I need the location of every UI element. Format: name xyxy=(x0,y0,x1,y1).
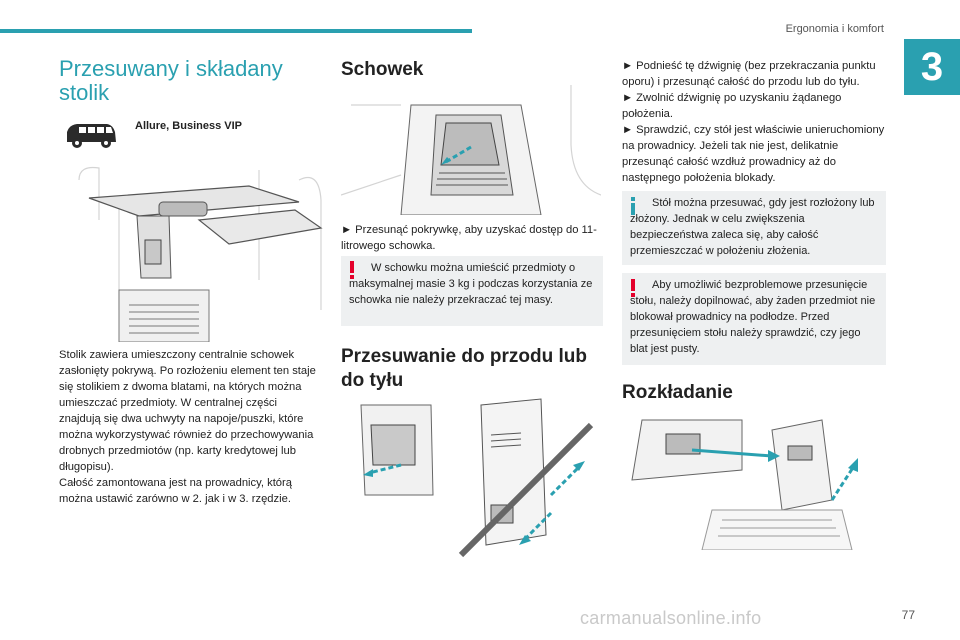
page-number: 77 xyxy=(901,608,915,622)
slide-warning-text: Aby umożliwić bezproblemowe przesunięcie… xyxy=(630,279,876,355)
van-icon xyxy=(67,124,116,148)
table-description: Stolik zawiera umieszczony centralnie sc… xyxy=(59,349,316,473)
info-icon xyxy=(631,197,635,215)
table-mounting-note: Całość zamontowana jest na prowadnicy, k… xyxy=(59,477,292,505)
slide-info-box: Stół można przesuwać, gdy jest rozłożony… xyxy=(622,191,886,265)
section-header: Ergonomia i komfort xyxy=(785,23,884,35)
watermark: carmanualsonline.info xyxy=(580,608,762,628)
section-title: Przesuwany i składany stolik xyxy=(59,56,283,105)
storage-warning-text: W schowku można umieścić przedmioty o ma… xyxy=(349,262,593,306)
unfold-illustration xyxy=(622,410,882,550)
heading-storage: Schowek xyxy=(341,59,424,80)
folding-table-illustration xyxy=(59,160,335,342)
heading-slide: Przesuwanie do przodu lub do tyłu xyxy=(341,346,587,391)
chapter-badge: 3 xyxy=(904,39,960,95)
slide-warning-box: Aby umożliwić bezproblemowe przesunięcie… xyxy=(622,273,886,365)
storage-warning-box: W schowku można umieścić przedmioty o ma… xyxy=(341,256,603,326)
storage-compartment-illustration xyxy=(341,85,601,215)
warning-icon xyxy=(631,279,635,297)
slide-rail-illustration xyxy=(341,395,601,565)
trim-label: Allure, Business VIP xyxy=(135,120,242,132)
storage-step: ► Przesunąć pokrywkę, aby uzyskać dostęp… xyxy=(341,224,597,252)
warning-icon xyxy=(350,261,354,279)
slide-info-text: Stół można przesuwać, gdy jest rozłożony… xyxy=(630,197,875,257)
slide-steps: ► Podnieść tę dźwignię (bez przekraczani… xyxy=(622,60,885,184)
top-accent-bar xyxy=(0,29,472,33)
heading-unfold: Rozkładanie xyxy=(622,382,733,403)
